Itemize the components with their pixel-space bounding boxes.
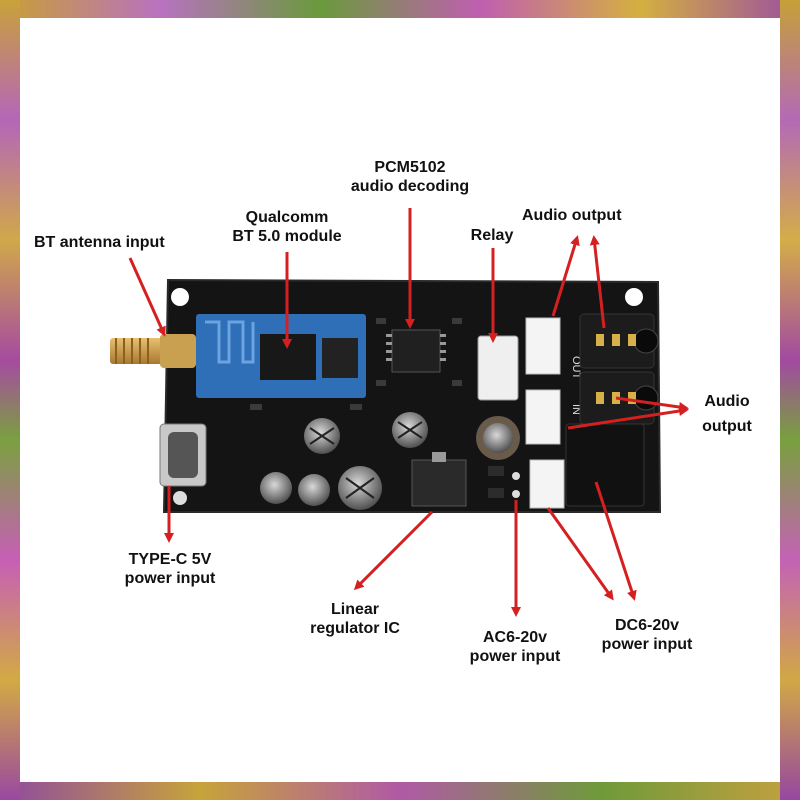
label-dc-power: DC6-20v power input — [584, 616, 710, 654]
label-ac-power: AC6-20v power input — [448, 628, 582, 666]
mounting-hole — [625, 288, 643, 306]
frame-border-left — [0, 0, 20, 800]
sma-antenna-connector — [110, 334, 196, 368]
label-linear-regulator: Linear regulator IC — [290, 600, 420, 638]
label-typec-line1: TYPE-C 5V — [128, 551, 212, 568]
jst-connector-ac — [529, 459, 565, 509]
label-pcm5102: PCM5102 audio decoding — [330, 158, 490, 196]
label-audio-output-right-line2: output — [702, 418, 752, 435]
audio-jack-top — [579, 313, 659, 369]
label-linear-line2: regulator IC — [310, 620, 400, 637]
arrow-dc-2 — [594, 481, 637, 601]
label-typec-line2: power input — [124, 570, 216, 587]
label-pcm5102-line2: audio decoding — [350, 178, 470, 195]
jst-connector-in — [525, 389, 561, 445]
capacitor — [304, 418, 340, 454]
label-relay-text: Relay — [470, 227, 514, 244]
pcm5102-chip — [386, 329, 446, 373]
label-pcm5102-line1: PCM5102 — [374, 159, 446, 176]
label-relay: Relay — [462, 226, 522, 245]
capacitor — [392, 412, 428, 448]
label-qualcomm-line1: Qualcomm — [245, 209, 329, 226]
arrow-dc-1 — [546, 507, 614, 601]
capacitor — [338, 466, 382, 510]
arrow-audio-out-right-2 — [567, 406, 689, 430]
label-qualcomm: Qualcomm BT 5.0 module — [222, 208, 352, 246]
label-audio-output-top: Audio output — [522, 206, 622, 225]
frame-border-right — [780, 0, 800, 800]
frame-border-top — [0, 0, 800, 18]
label-ac-line2: power input — [469, 648, 561, 665]
arrow-linear — [353, 510, 434, 591]
capacitor — [260, 472, 292, 504]
usb-c-port — [159, 423, 207, 487]
frame-border-bottom — [0, 782, 800, 800]
arrow-bt-antenna — [128, 257, 166, 337]
arrow-audio-out-top-1 — [551, 235, 580, 317]
label-linear-line1: Linear — [330, 601, 379, 618]
silkscreen-in: IN — [570, 404, 582, 415]
arrow-audio-out-top-2 — [589, 235, 606, 329]
label-ac-line1: AC6-20v — [482, 629, 548, 646]
label-bt-antenna: BT antenna input — [34, 233, 165, 252]
label-dc-line2: power input — [601, 636, 693, 653]
capacitor — [298, 474, 330, 506]
mounting-hole — [173, 491, 187, 505]
jst-connector-out — [525, 317, 561, 375]
silkscreen-out: OUT — [570, 356, 582, 380]
label-dc-line1: DC6-20v — [614, 617, 680, 634]
dc-barrel-jack — [565, 423, 645, 507]
label-audio-output-right-line1: Audio — [704, 393, 750, 410]
label-bt-antenna-text: BT antenna input — [34, 234, 165, 251]
arrow-audio-out-right-1 — [615, 396, 689, 412]
relay — [477, 335, 519, 401]
label-audio-output-right: Audio output — [690, 389, 764, 439]
linear-regulator-ic — [411, 452, 467, 507]
label-audio-output-top-text: Audio output — [522, 207, 622, 224]
label-typec: TYPE-C 5V power input — [100, 550, 240, 588]
bt-module — [196, 314, 366, 398]
label-qualcomm-line2: BT 5.0 module — [232, 228, 342, 245]
mounting-hole — [171, 288, 189, 306]
capacitor-large — [476, 416, 520, 460]
